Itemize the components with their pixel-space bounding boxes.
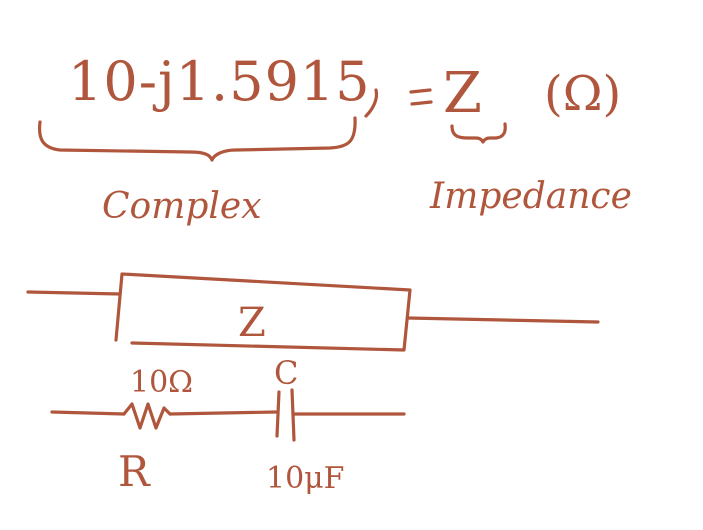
capacitor-value: 10μF — [266, 461, 345, 496]
lead-wire-left — [26, 290, 122, 296]
impedance-symbol: Z — [443, 61, 482, 126]
impedance-label: Impedance — [429, 176, 632, 217]
unit-label: (Ω) — [544, 66, 621, 122]
impedance-box — [114, 272, 412, 352]
capacitor-plate-left — [275, 390, 281, 438]
equals-sign — [409, 88, 433, 106]
wire-middle — [168, 410, 278, 416]
complex-value: 10-j1.5915 — [68, 50, 371, 113]
underbrace — [37, 116, 357, 162]
comma-mark — [364, 88, 379, 118]
z-underbrace — [450, 122, 507, 144]
resistor-symbol — [122, 402, 172, 430]
resistor-value: 10Ω — [130, 365, 193, 400]
lead-wire-right — [406, 316, 600, 324]
wire-left — [50, 410, 126, 416]
resistor-symbol-label: R — [118, 447, 151, 496]
box-z-symbol: Z — [238, 300, 266, 346]
capacitor-symbol: C — [274, 354, 298, 392]
complex-label: Complex — [102, 186, 262, 227]
